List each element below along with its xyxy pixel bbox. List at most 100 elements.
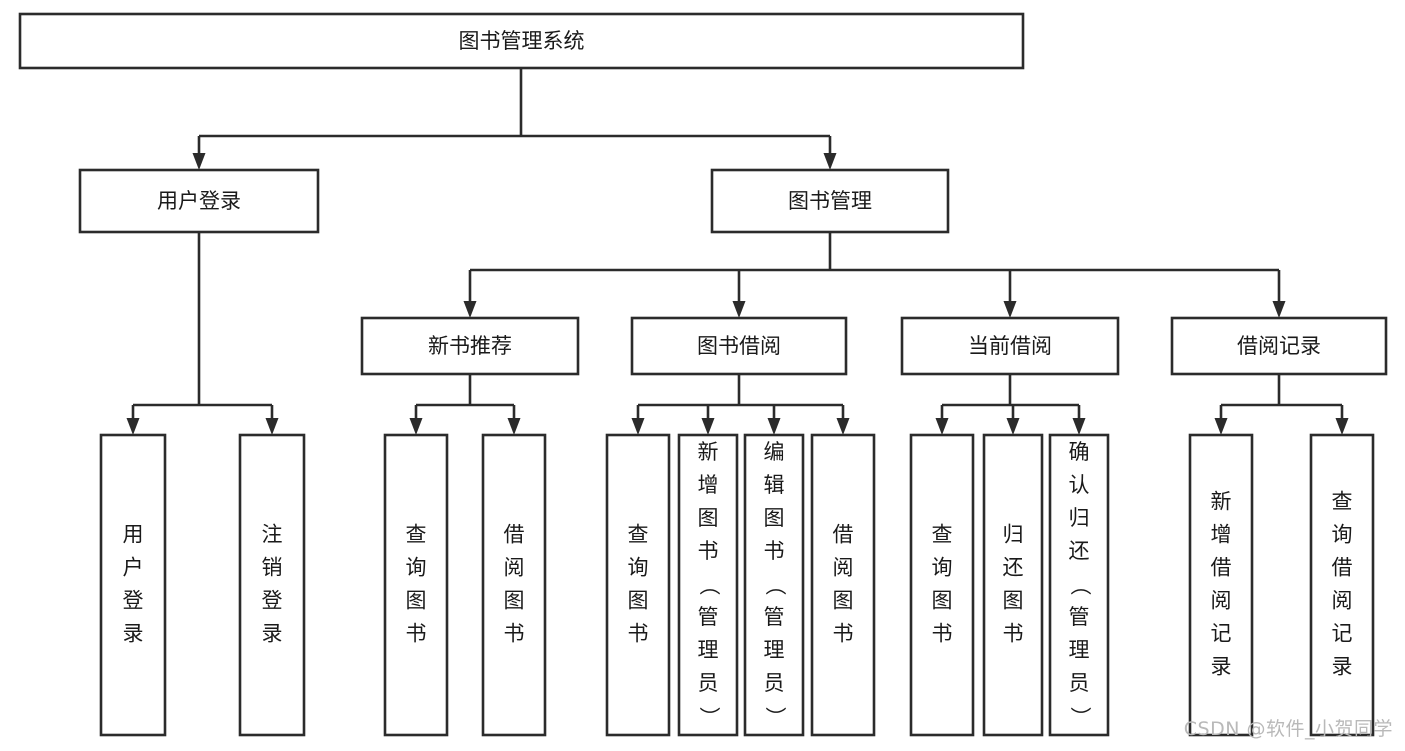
svg-text:（: （ [763,575,787,596]
svg-text:户: 户 [123,556,144,580]
svg-text:图: 图 [698,506,719,530]
svg-text:询: 询 [628,556,649,580]
svg-text:图: 图 [504,589,525,613]
svg-text:书: 书 [764,539,785,563]
node-layer: 图书管理系统用户登录图书管理新书推荐图书借阅当前借阅借阅记录用户登录注销登录查询… [18,12,1388,737]
arrow-head-icon [463,301,477,318]
svg-text:新: 新 [1211,490,1232,514]
node-book-manage[interactable]: 图书管理 [710,168,950,234]
svg-text:归: 归 [1003,523,1024,547]
node-box[interactable] [78,168,320,234]
node-box[interactable] [810,433,876,737]
svg-text:编: 编 [764,440,785,464]
node-label: 当前借阅 [968,334,1052,358]
node-box[interactable] [360,316,580,376]
svg-text:员: 员 [764,671,785,695]
svg-text:（: （ [1068,575,1092,596]
node-box[interactable] [1170,316,1388,376]
svg-text:录: 录 [1211,655,1232,679]
svg-text:书: 书 [504,622,525,646]
svg-text:查: 查 [406,523,427,547]
svg-text:图: 图 [406,589,427,613]
arrow-head-icon [1335,418,1349,435]
svg-text:销: 销 [262,556,283,580]
svg-text:）: ） [697,707,721,728]
svg-text:录: 录 [123,622,144,646]
svg-text:查: 查 [1332,490,1353,514]
node-box[interactable] [481,433,547,737]
svg-text:管: 管 [698,605,719,629]
svg-text:辑: 辑 [764,473,785,497]
node-box[interactable] [982,433,1044,737]
node-box[interactable] [383,433,449,737]
connector-group [935,374,1086,435]
svg-text:管: 管 [764,605,785,629]
node-book-borrow[interactable]: 图书借阅 [630,316,848,376]
svg-text:理: 理 [764,638,785,662]
node-box[interactable] [630,316,848,376]
node-box[interactable] [99,433,167,737]
svg-text:查: 查 [628,523,649,547]
node-label: 新书推荐 [428,334,512,358]
svg-text:确: 确 [1069,440,1090,464]
node-box[interactable] [605,433,671,737]
svg-text:增: 增 [1211,523,1232,547]
node-box[interactable] [900,316,1120,376]
svg-text:归: 归 [1069,506,1090,530]
node-box[interactable] [1309,433,1375,737]
node-label: 借阅记录 [1237,334,1321,358]
node-label: 图书管理 [788,189,872,213]
node-box[interactable] [18,12,1025,70]
svg-text:询: 询 [1332,523,1353,547]
svg-text:增: 增 [698,473,719,497]
svg-text:借: 借 [1332,556,1353,580]
connector-group [192,68,837,170]
node-box[interactable] [1048,433,1110,737]
svg-text:员: 员 [698,671,719,695]
node-box[interactable] [710,168,950,234]
node-leaf-user-login[interactable]: 用户登录 [99,433,167,737]
svg-text:还: 还 [1003,556,1024,580]
arrow-head-icon [1214,418,1228,435]
connector-group [409,374,521,435]
arrow-head-icon [935,418,949,435]
node-new-book-recommend[interactable]: 新书推荐 [360,316,580,376]
node-box[interactable] [677,433,739,737]
arrow-head-icon [507,418,521,435]
node-box[interactable] [909,433,975,737]
svg-text:书: 书 [628,622,649,646]
connector-group [126,232,279,435]
node-borrow-record[interactable]: 借阅记录 [1170,316,1388,376]
node-box[interactable] [238,433,306,737]
node-current-borrow[interactable]: 当前借阅 [900,316,1120,376]
node-box[interactable] [1188,433,1254,737]
node-box[interactable] [743,433,805,737]
node-root[interactable]: 图书管理系统 [18,12,1025,70]
node-user-login[interactable]: 用户登录 [78,168,320,234]
svg-text:阅: 阅 [1332,589,1353,613]
connector-group [631,374,850,435]
svg-text:借: 借 [833,523,854,547]
